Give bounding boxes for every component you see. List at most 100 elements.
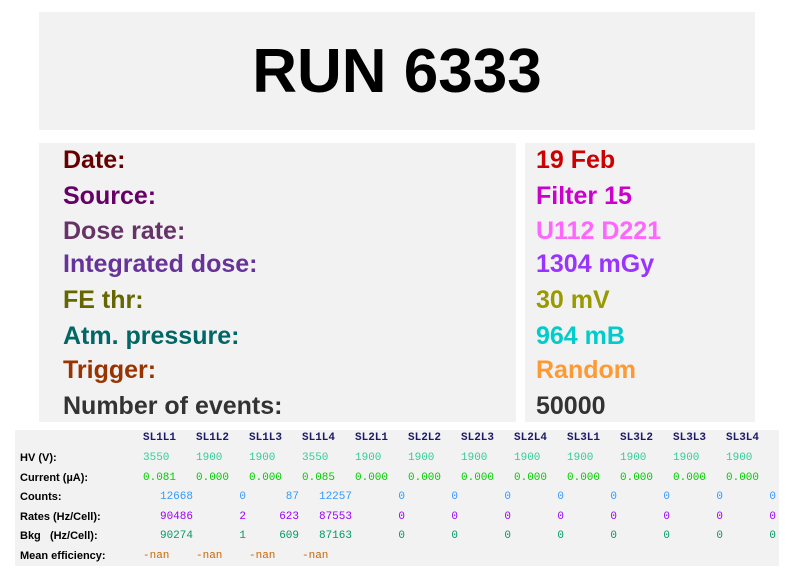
table-cell: 90486 [159, 511, 193, 523]
row-label: Current (µA): [20, 472, 89, 484]
table-cell: 0.081 [143, 472, 177, 484]
table-cell: 0.000 [673, 472, 707, 484]
column-header: SL3L4 [726, 432, 760, 444]
info-label: Source: [63, 182, 157, 210]
table-cell: -nan [143, 550, 170, 562]
info-value: Random [536, 356, 636, 384]
row-label: Rates (Hz/Cell): [20, 511, 101, 523]
info-label: Date: [63, 146, 126, 174]
column-header: SL1L4 [302, 432, 336, 444]
info-label: Integrated dose: [63, 250, 258, 278]
row-label: Mean efficiency: [20, 550, 106, 562]
column-header: SL3L2 [620, 432, 654, 444]
table-cell: 0.000 [461, 472, 495, 484]
table-cell: 0 [557, 511, 564, 523]
table-cell: 1900 [620, 452, 647, 464]
column-header: SL3L3 [673, 432, 707, 444]
table-cell: 87553 [318, 511, 352, 523]
table-cell: 2 [239, 511, 246, 523]
table-cell: 0 [716, 511, 723, 523]
table-cell: 3550 [302, 452, 329, 464]
row-label: Counts: [20, 491, 62, 503]
table-cell: 0 [451, 491, 458, 503]
info-label: Trigger: [63, 356, 157, 384]
column-header: SL2L2 [408, 432, 442, 444]
table-cell: 1 [239, 530, 246, 542]
table-cell: 0.000 [355, 472, 389, 484]
table-cell: 0.000 [726, 472, 760, 484]
info-value: 964 mB [536, 322, 625, 350]
table-cell: 0 [504, 511, 511, 523]
table-cell: 0 [663, 511, 670, 523]
table-cell: 1900 [673, 452, 700, 464]
table-cell: 90274 [159, 530, 193, 542]
table-cell: 0 [504, 491, 511, 503]
table-cell: 1900 [408, 452, 435, 464]
table-cell: -nan [249, 550, 276, 562]
table-cell: 0.000 [196, 472, 230, 484]
table-cell: 0 [716, 530, 723, 542]
run-title: RUN 6333 [39, 12, 755, 130]
table-cell: 623 [279, 511, 299, 523]
info-label: Atm. pressure: [63, 322, 240, 350]
table-cell: -nan [196, 550, 223, 562]
table-cell: 1900 [567, 452, 594, 464]
info-label: FE thr: [63, 286, 144, 314]
table-cell: 1900 [461, 452, 488, 464]
column-header: SL3L1 [567, 432, 601, 444]
table-cell: 0.000 [567, 472, 601, 484]
info-value: U112 D221 [536, 217, 662, 245]
table-cell: 0 [663, 530, 670, 542]
table-cell: 0 [769, 511, 776, 523]
table-cell: 0 [769, 530, 776, 542]
table-cell: 0 [239, 491, 246, 503]
table-cell: 0 [716, 491, 723, 503]
info-label: Number of events: [63, 392, 283, 420]
table-cell: 0 [610, 491, 617, 503]
column-header: SL2L3 [461, 432, 495, 444]
info-value: Filter 15 [536, 182, 632, 210]
row-label: HV (V): [20, 452, 57, 464]
table-cell: 0 [451, 530, 458, 542]
info-label: Dose rate: [63, 217, 186, 245]
table-cell: 0 [398, 530, 405, 542]
info-value: 19 Feb [536, 146, 616, 174]
table-cell: 0.085 [302, 472, 336, 484]
table-cell: -nan [302, 550, 329, 562]
table-cell: 0.000 [408, 472, 442, 484]
table-cell: 0 [451, 511, 458, 523]
row-label: Bkg (Hz/Cell): [20, 530, 98, 542]
table-cell: 0 [398, 491, 405, 503]
table-cell: 609 [279, 530, 299, 542]
table-cell: 0.000 [514, 472, 548, 484]
table-cell: 0 [504, 530, 511, 542]
table-cell: 87163 [318, 530, 352, 542]
table-cell: 12668 [159, 491, 193, 503]
table-cell: 0 [610, 530, 617, 542]
table-cell: 0.000 [249, 472, 283, 484]
table-cell: 0 [769, 491, 776, 503]
chamber-table: SL1L1 SL1L2 SL1L3 SL1L4 SL2L1 SL2L2 SL2L3 SL2L4… [15, 430, 779, 566]
info-labels-panel: Date: Source: Dose rate: Integrated dose: FE… [39, 143, 516, 422]
table-cell: 3550 [143, 452, 170, 464]
table-cell: 1900 [196, 452, 223, 464]
table-cell: 1900 [514, 452, 541, 464]
table-cell: 0 [398, 511, 405, 523]
table-cell: 0.000 [620, 472, 654, 484]
table-cell: 87 [285, 491, 299, 503]
column-header: SL2L1 [355, 432, 389, 444]
table-cell: 1900 [355, 452, 382, 464]
info-value: 30 mV [536, 286, 610, 314]
table-cell: 1900 [726, 452, 753, 464]
table-cell: 0 [610, 511, 617, 523]
table-cell: 1900 [249, 452, 276, 464]
column-header: SL1L2 [196, 432, 230, 444]
table-cell: 0 [557, 530, 564, 542]
table-cell: 0 [663, 491, 670, 503]
column-header: SL1L1 [143, 432, 177, 444]
info-value: 1304 mGy [536, 250, 655, 278]
column-header: SL1L3 [249, 432, 283, 444]
column-header: SL2L4 [514, 432, 548, 444]
info-value: 50000 [536, 392, 606, 420]
